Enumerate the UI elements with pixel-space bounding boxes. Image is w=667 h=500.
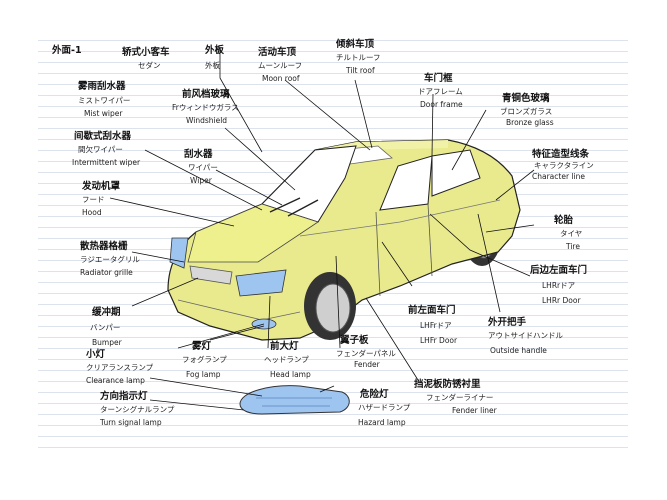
bronze-glass-en: Bronze glass xyxy=(506,118,554,127)
outside-handle-jp: アウトサイドハンドル xyxy=(488,331,563,340)
bronze-glass-cn: 青铜色玻璃 xyxy=(502,93,550,104)
tilt-roof-jp: チルトルーフ xyxy=(336,53,381,62)
front-door-en: LHFr Door xyxy=(420,336,458,345)
fog-lamp-cn: 雾灯 xyxy=(192,341,212,352)
mist-wiper-cn: 雾雨刮水器 xyxy=(78,81,126,92)
sedan-cn: 轿式小客车 xyxy=(122,47,170,58)
wiper-en: Wiper xyxy=(190,176,212,185)
hood-cn: 发动机罩 xyxy=(82,181,121,192)
head-lamp-jp: ヘッドランプ xyxy=(264,355,309,364)
tire-en: Tire xyxy=(566,242,580,251)
rear-side-window xyxy=(431,149,481,197)
wiper-jp: ワイパー xyxy=(188,163,218,172)
moon-roof-jp: ムーンルーフ xyxy=(258,61,303,70)
sedan-jp: セダン xyxy=(138,61,161,70)
head-lamp-cn: 前大灯 xyxy=(270,341,299,352)
hood-jp: フード xyxy=(82,195,105,204)
mist-wiper-jp: ミストワイパー xyxy=(78,96,131,105)
moon-roof-en: Moon roof xyxy=(262,74,300,83)
fender-liner-en: Fender liner xyxy=(452,406,497,415)
exterior-jp: 外板 xyxy=(205,61,220,70)
windshield-en: Windshield xyxy=(186,116,228,125)
clearance-lamp-jp: クリアランスランプ xyxy=(86,363,154,372)
mist-wiper-en: Mist wiper xyxy=(84,109,123,118)
hood-en: Hood xyxy=(82,208,102,217)
door-frame-cn: 车门框 xyxy=(424,73,453,84)
clearance-lamp-cn: 小灯 xyxy=(86,349,106,360)
clearance-lamp-en: Clearance lamp xyxy=(86,376,145,385)
exterior-cn: 外板 xyxy=(205,45,225,56)
fog-lamp-jp: フォグランプ xyxy=(182,355,227,364)
hazard-lamp-cn: 危险灯 xyxy=(360,389,389,400)
radiator-grille-cn: 散热器格栅 xyxy=(80,241,128,252)
wiper-cn: 刮水器 xyxy=(184,149,213,160)
head-lamp-right xyxy=(235,269,287,297)
rear-door-jp: LHRrドア xyxy=(542,281,576,290)
page-label: 外面-1 xyxy=(52,45,82,56)
tilt-roof-en: Tilt roof xyxy=(346,66,375,75)
tilt-roof-cn: 倾斜车顶 xyxy=(336,39,375,50)
outside-handle-cn: 外开把手 xyxy=(488,317,527,328)
tire-cn: 轮胎 xyxy=(554,215,574,226)
turn-signal-en: Turn signal lamp xyxy=(100,418,162,427)
windshield-cn: 前风档玻璃 xyxy=(182,89,230,100)
door-frame-en: Door frame xyxy=(420,100,463,109)
fender-en: Fender xyxy=(354,360,380,369)
tire-jp: タイヤ xyxy=(560,229,583,238)
turn-signal-cn: 方向指示灯 xyxy=(100,391,148,402)
bumper-cn: 缓冲期 xyxy=(92,307,121,318)
radiator-grille xyxy=(189,265,233,285)
rear-door-cn: 后边左面车门 xyxy=(530,265,588,276)
turn-signal-jp: ターンシグナルランプ xyxy=(100,405,175,414)
windshield-jp: Frウィンドウガラス xyxy=(172,103,239,112)
bumper-en: Bumper xyxy=(92,338,122,347)
fender-liner-jp: フェンダーライナー xyxy=(426,393,494,402)
character-line-en: Character line xyxy=(532,172,585,181)
fog-lamp-en: Fog lamp xyxy=(186,370,221,379)
moon-roof-cn: 活动车顶 xyxy=(258,47,297,58)
radiator-grille-en: Radiator grille xyxy=(80,268,133,277)
front-door-cn: 前左面车门 xyxy=(408,305,456,316)
bronze-glass-jp: ブロンズガラス xyxy=(500,107,553,116)
intermittent-wiper-en: Intermittent wiper xyxy=(72,158,141,167)
turn-signal-lamp xyxy=(239,385,350,415)
radiator-grille-jp: ラジエータグリル xyxy=(80,255,140,264)
intermittent-wiper-jp: 間欠ワイパー xyxy=(78,145,123,154)
hazard-lamp-jp: ハザードランプ xyxy=(358,403,411,412)
character-line-cn: 特征造型线条 xyxy=(532,149,590,160)
character-line-jp: キャラクタライン xyxy=(534,161,594,170)
bumper-jp: バンパー xyxy=(90,323,121,332)
hazard-lamp-en: Hazard lamp xyxy=(358,418,406,427)
door-frame-jp: ドアフレーム xyxy=(418,87,463,96)
outside-handle-en: Outside handle xyxy=(490,346,547,355)
fender-liner-cn: 挡泥板防锈衬里 xyxy=(414,379,481,390)
rear-door-en: LHRr Door xyxy=(542,296,581,305)
intermittent-wiper-cn: 间歇式刮水器 xyxy=(74,131,132,142)
hood xyxy=(187,203,319,263)
front-door-jp: LHFrドア xyxy=(420,321,452,330)
head-lamp-en: Head lamp xyxy=(270,370,311,379)
fender-cn: 翼子板 xyxy=(340,335,369,346)
fender-jp: フェンダーパネル xyxy=(336,349,396,358)
